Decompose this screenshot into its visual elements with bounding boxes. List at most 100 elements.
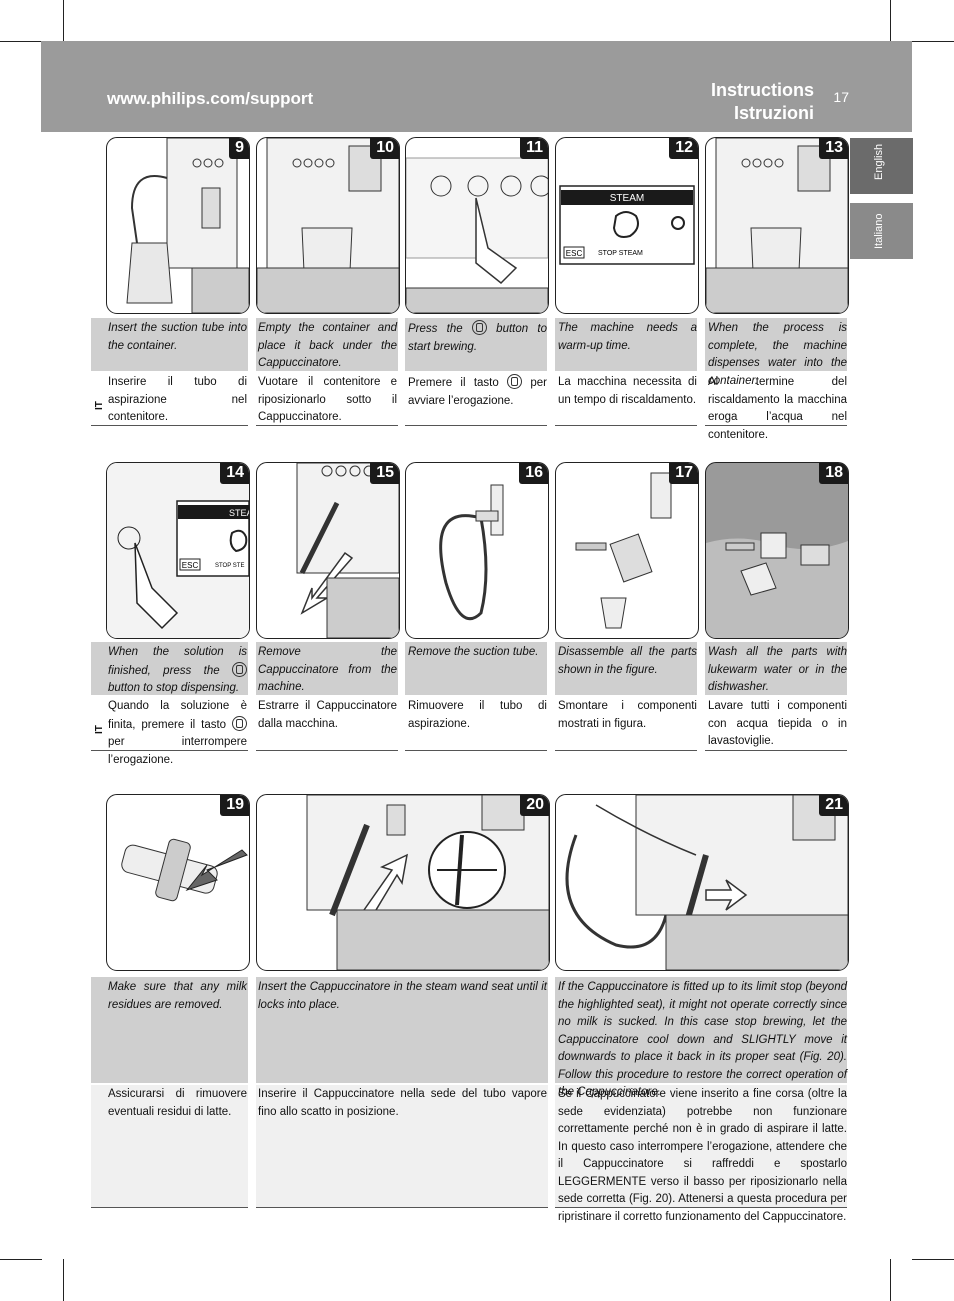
side-tab-english-label: English <box>873 143 885 180</box>
caption-text: button to stop dispensing. <box>108 682 240 694</box>
crop-mark <box>912 41 954 42</box>
caption-text: button to start brewing. <box>408 323 547 353</box>
support-url[interactable]: www.philips.com/support <box>107 89 314 108</box>
figure-17: 17 <box>555 462 699 639</box>
caption-rule <box>555 1207 847 1208</box>
steam-button-icon <box>471 320 487 335</box>
caption-it-17: Smontare i componenti mostrati in figura… <box>558 700 697 730</box>
caption-rule <box>405 750 547 751</box>
caption-rule <box>405 425 547 426</box>
caption-en-18: Wash all the parts with lukewarm water o… <box>708 646 847 693</box>
crop-mark <box>890 0 891 42</box>
caption-band-en <box>405 642 547 695</box>
caption-en-17: Disassemble all the parts shown in the f… <box>558 646 697 676</box>
figure-9: 9 <box>106 137 250 314</box>
figure-number: 10 <box>370 138 399 159</box>
stop-steam-label: STOP STEAM <box>598 250 643 257</box>
caption-rule <box>555 750 697 751</box>
press-steam-button-illustration <box>406 157 548 313</box>
caption-band-en <box>91 318 248 371</box>
caption-it-21: Se il Cappuccinatore viene inserito a fi… <box>558 1088 847 1223</box>
caption-it-10: Vuotare il contenitore e riposizionarlo … <box>258 376 397 423</box>
caption-it-16: Rimuovere il tubo di aspirazione. <box>408 700 547 730</box>
caption-band-en <box>256 977 548 1083</box>
title-en: Instructions <box>710 80 814 100</box>
figure-21: 21 <box>555 794 849 971</box>
caption-rule <box>91 1207 248 1208</box>
water-dispensing-illustration <box>706 138 848 313</box>
caption-it-11: Premere il tasto per avviare l’erogazion… <box>408 374 547 410</box>
page-number: 17 <box>833 89 849 105</box>
caption-band-en <box>91 977 248 1083</box>
caption-en-19: Make sure that any milk residues are rem… <box>108 981 247 1011</box>
caption-it-19: Assicurarsi di rimuovere eventuali resid… <box>108 1088 247 1118</box>
figure-number: 17 <box>669 463 698 484</box>
caption-text: When the solution is finished, press the <box>108 646 247 677</box>
steam-button-icon <box>507 374 523 389</box>
disassembled-parts-illustration <box>575 472 672 629</box>
figure-10: 10 <box>256 137 400 314</box>
esc-label: ESC <box>566 249 583 258</box>
caption-rule <box>91 425 248 426</box>
figure-18: 18 <box>705 462 849 639</box>
crop-mark <box>63 0 64 42</box>
caption-band-en <box>91 642 248 695</box>
cappuccinatore-limit-stop-illustration <box>565 795 848 970</box>
caption-en-9: Insert the suction tube into the contain… <box>108 322 247 352</box>
milk-jug-illustration <box>126 138 249 313</box>
washing-parts-illustration <box>706 532 848 638</box>
caption-band-it <box>91 1085 248 1207</box>
caption-rule <box>705 425 847 426</box>
figure-number: 11 <box>520 138 548 159</box>
lang-label-it: IT <box>94 401 105 410</box>
caption-band-en <box>555 977 847 1083</box>
caption-rule <box>91 750 248 751</box>
caption-it-12: La macchina necessita di un tempo di ris… <box>558 376 697 406</box>
caption-band-it <box>256 1085 548 1207</box>
caption-band-en <box>705 642 847 695</box>
figure-12: STEAM ESC STOP STEAM 12 <box>555 137 699 314</box>
figure-number: 21 <box>819 795 848 816</box>
crop-mark <box>890 1259 891 1301</box>
caption-text: Premere il tasto <box>408 377 499 389</box>
lang-label-it: IT <box>94 725 105 734</box>
stop-steam-label: STOP STE <box>215 563 244 569</box>
caption-en-10: Empty the container and place it back un… <box>258 322 397 369</box>
milk-residue-check-illustration <box>121 838 248 902</box>
figure-14: STEA ESC STOP STE 14 <box>106 462 250 639</box>
side-tab-italiano[interactable]: Italiano <box>850 203 913 259</box>
caption-en-13: When the process is complete, the machin… <box>708 322 847 387</box>
figure-number: 14 <box>220 463 249 484</box>
caption-en-15: Remove the Cappuccinatore from the machi… <box>258 646 397 693</box>
caption-band-en <box>555 318 697 371</box>
caption-band-en <box>555 642 697 695</box>
caption-it-18: Lavare tutti i componenti con acqua tiep… <box>708 700 847 747</box>
figure-20: 20 <box>256 794 550 971</box>
figure-number: 12 <box>669 138 698 159</box>
esc-button-press-illustration: STEA ESC STOP STE <box>107 463 249 638</box>
figure-number: 16 <box>519 463 548 484</box>
header-title: Instructions Istruzioni <box>711 79 814 125</box>
crop-mark <box>912 1259 954 1260</box>
figure-16: 16 <box>405 462 549 639</box>
figure-number: 18 <box>819 463 848 484</box>
caption-en-12: The machine needs a warm-up time. <box>558 322 697 352</box>
page-header: www.philips.com/support Instructions Ist… <box>41 41 912 132</box>
figure-13: 13 <box>705 137 849 314</box>
caption-en-16: Remove the suction tube. <box>408 646 539 658</box>
caption-rule <box>555 425 697 426</box>
crop-mark <box>0 41 42 42</box>
caption-text: Press the <box>408 323 463 335</box>
remove-cappuccinatore-illustration <box>296 463 399 638</box>
steam-display-title: STEAM <box>610 193 644 204</box>
caption-it-15: Estrarre il Cappuccinatore dalla macchin… <box>258 700 397 730</box>
figure-number: 13 <box>819 138 848 159</box>
crop-mark <box>63 1259 64 1301</box>
steam-display-title: STEA <box>229 508 249 518</box>
crop-mark <box>0 1259 42 1260</box>
caption-band-en <box>256 642 398 695</box>
container-under-cappuccinatore-illustration <box>257 138 399 313</box>
side-tab-english[interactable]: English <box>850 138 913 194</box>
caption-text: per interrompere l’erogazione. <box>108 736 247 766</box>
suction-tube-illustration <box>439 484 504 621</box>
